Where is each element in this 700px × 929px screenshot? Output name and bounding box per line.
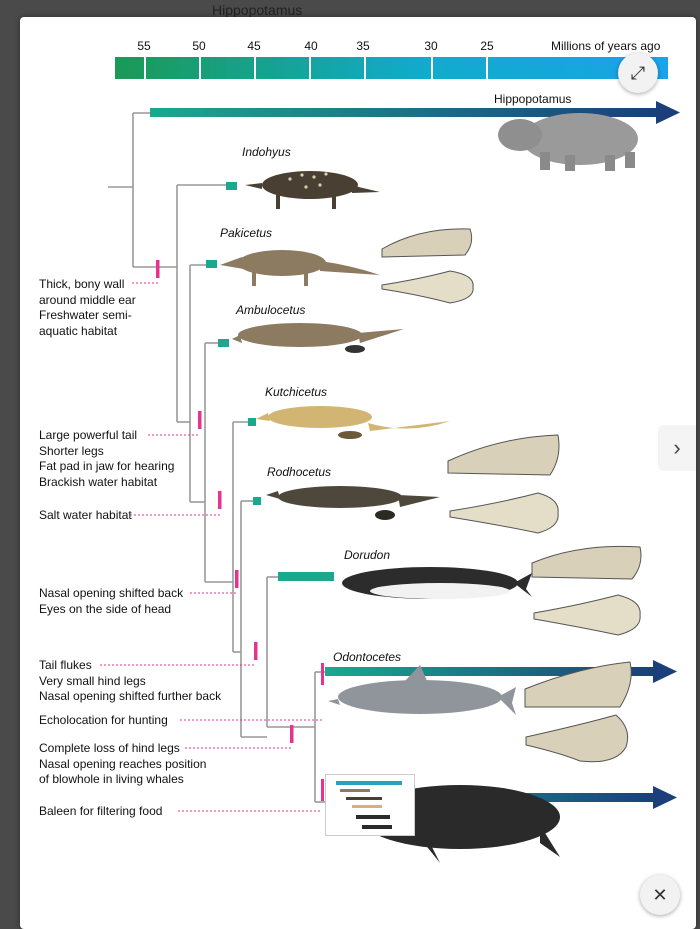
species-dorudon: Dorudon: [344, 548, 391, 562]
timeline-dividers: [144, 57, 488, 79]
tree-branches: [108, 112, 325, 803]
trait-baleen: Baleen for filtering food: [39, 804, 163, 818]
next-image-button[interactable]: ›: [658, 425, 696, 471]
trait-nasal-opening: Nasal opening shifted back Eyes on the s…: [39, 586, 184, 616]
odontocete-skull-top: [525, 714, 629, 763]
trait-echolocation: Echolocation for hunting: [39, 713, 168, 727]
lineage-stubs: [206, 182, 334, 581]
dorudon-skull-top: [533, 594, 641, 636]
pakicetus-skull-side: [381, 228, 473, 258]
ambulocetus-illustration: [232, 323, 404, 353]
species-kutchicetus: Kutchicetus: [265, 385, 328, 399]
species-rodhocetus: Rodhocetus: [267, 465, 332, 479]
thumbnail-preview-graphic: [336, 781, 402, 829]
rodhocetus-skull-top: [449, 492, 559, 534]
rodhocetus-illustration: [266, 486, 440, 520]
trait-markers: [156, 260, 324, 801]
trait-tail-flukes: Tail flukes Very small hind legs Nasal o…: [39, 658, 222, 703]
cladogram-figure: [100, 57, 680, 863]
hippopotamus-illustration: [498, 113, 638, 171]
axis-tick-55: 55: [137, 39, 151, 53]
expand-button[interactable]: ⤢: [618, 53, 658, 93]
background-page-title: Hippopotamus: [212, 2, 303, 18]
indohyus-illustration: [245, 171, 380, 209]
trait-hind-legs: Complete loss of hind legs Nasal opening…: [39, 741, 207, 786]
lightbox-card: 55 50 45 40 35 30 25 Millions of years a…: [20, 17, 696, 929]
axis-tick-35: 35: [356, 39, 370, 53]
close-icon: ✕: [652, 884, 668, 905]
pakicetus-illustration: [220, 250, 380, 286]
odontocetes-arrow: [325, 660, 677, 683]
trait-tail: Large powerful tail Shorter legs Fat pad…: [39, 428, 175, 489]
rodhocetus-skull-side: [447, 434, 560, 476]
trait-connectors: [100, 282, 322, 812]
thumbnail-preview[interactable]: [325, 774, 415, 836]
dolphin-illustration: [328, 665, 516, 715]
axis-tick-45: 45: [247, 39, 261, 53]
kutchicetus-illustration: [256, 406, 450, 439]
chevron-right-icon: ›: [673, 435, 681, 460]
dorudon-illustration: [342, 567, 532, 599]
close-button[interactable]: ✕: [640, 875, 680, 915]
axis-tick-40: 40: [304, 39, 318, 53]
trait-salt-water: Salt water habitat: [39, 508, 132, 522]
timeline-bar: [115, 57, 668, 79]
hippo-arrow: [150, 101, 680, 124]
axis-title: Millions of years ago: [551, 39, 661, 53]
species-ambulocetus: Ambulocetus: [236, 303, 306, 317]
hippopotamus-label: Hippopotamus: [494, 92, 572, 106]
pakicetus-skull-top: [381, 270, 474, 304]
expand-icon: ⤢: [630, 62, 646, 83]
axis-tick-50: 50: [192, 39, 206, 53]
odontocete-skull-side: [524, 661, 632, 708]
dorudon-skull-side: [531, 545, 642, 580]
trait-middle-ear: Thick, bony wall around middle ear Fresh…: [39, 277, 136, 338]
species-pakicetus: Pakicetus: [220, 226, 273, 240]
species-indohyus: Indohyus: [242, 145, 291, 159]
axis-tick-30: 30: [424, 39, 438, 53]
species-odontocetes: Odontocetes: [333, 650, 402, 664]
axis-tick-25: 25: [480, 39, 494, 53]
